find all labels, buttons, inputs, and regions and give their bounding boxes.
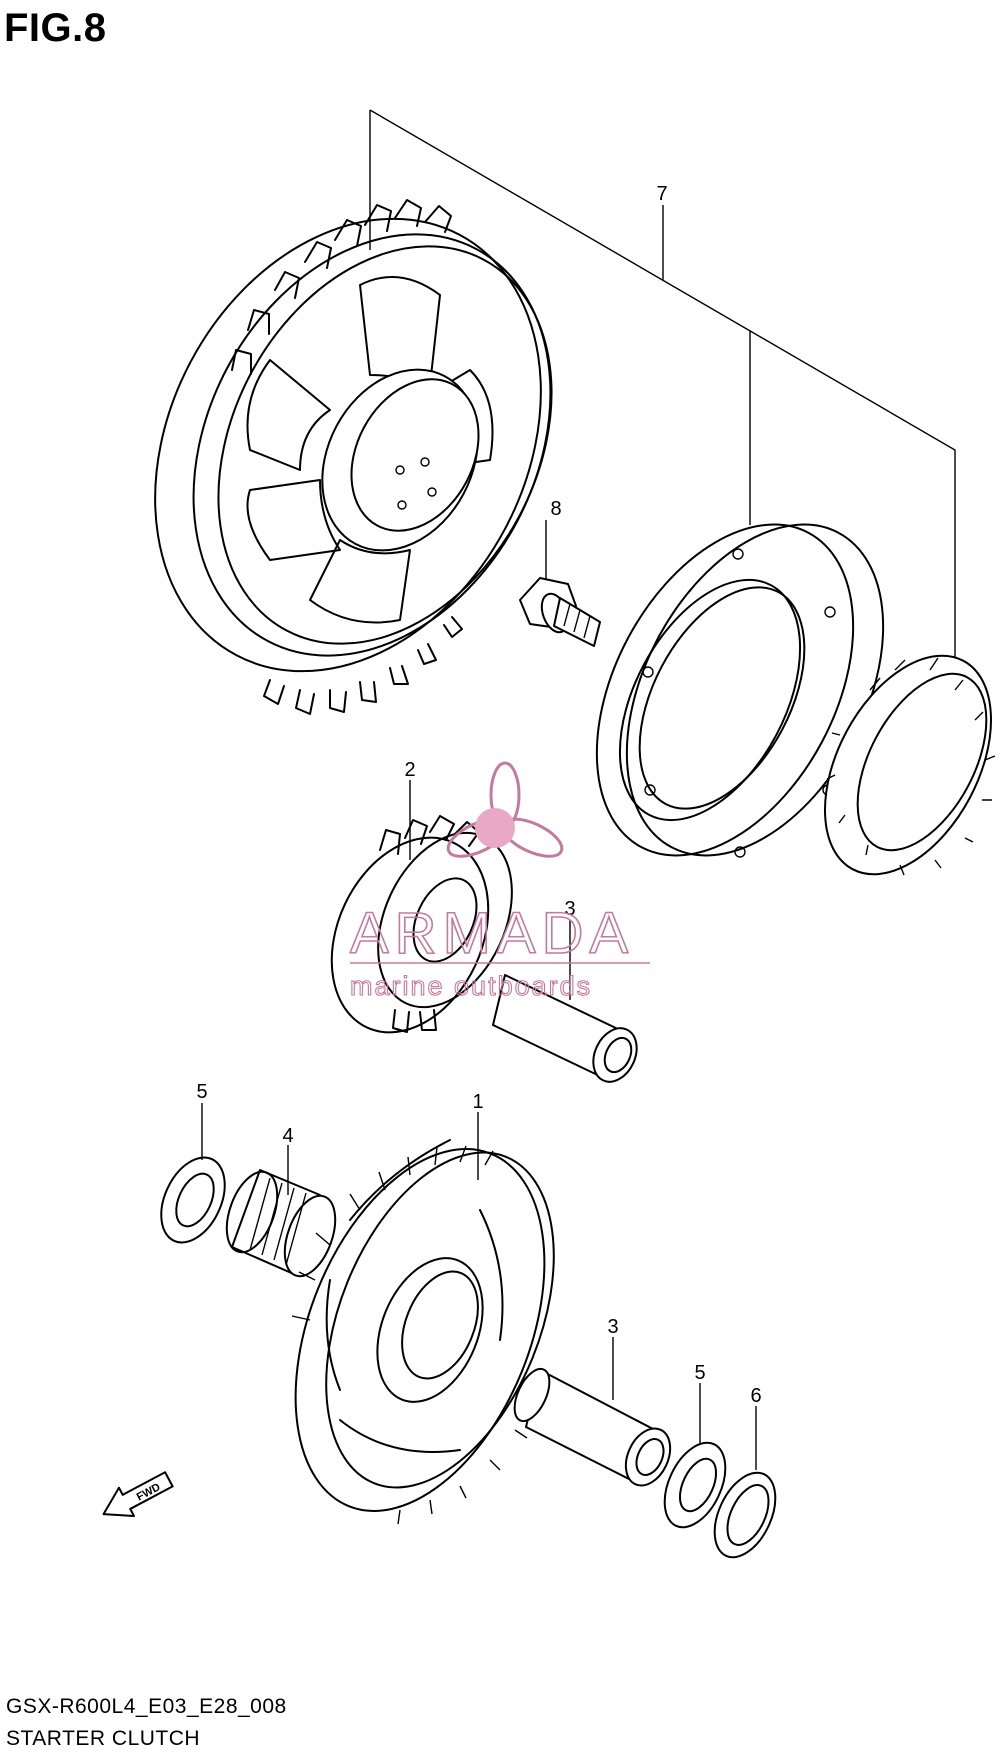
callout-4: 4	[282, 1125, 293, 1147]
watermark-brand: ARMADA	[350, 901, 634, 966]
callout-5-upper: 5	[196, 1081, 207, 1103]
callout-5-lower: 5	[694, 1362, 705, 1384]
starter-idle-gear-2	[330, 815, 513, 1034]
callout-numbers: 7 8 2 3 5 4 1 3 5 6	[196, 183, 761, 1407]
watermark-tagline: marine outboards	[350, 971, 592, 1001]
starter-clutch-gear	[154, 199, 553, 715]
figure-title: FIG.8	[4, 6, 107, 50]
starter-idle-gear-1	[291, 1139, 555, 1525]
diagram-code: GSX-R600L4_E03_E28_008	[6, 1695, 287, 1718]
watermark: ARMADA marine outboards	[349, 761, 650, 1002]
washer-lower	[663, 1441, 727, 1529]
propeller-icon	[446, 761, 564, 858]
fwd-arrow: FWD	[102, 1471, 174, 1518]
idle-gear-shaft-lower	[513, 1367, 672, 1487]
callout-2: 2	[404, 759, 415, 781]
diagram-subtitle: STARTER CLUTCH	[6, 1727, 201, 1750]
needle-bearing	[225, 1169, 337, 1278]
bolt	[519, 577, 601, 647]
callout-3-upper: 3	[564, 898, 575, 920]
washer-upper	[160, 1156, 226, 1244]
callout-6: 6	[750, 1385, 761, 1407]
thrust-washer	[713, 1471, 777, 1559]
callout-leaders	[201, 520, 757, 1470]
callout-1: 1	[472, 1091, 483, 1113]
callout-3-lower: 3	[607, 1316, 618, 1338]
callout-8: 8	[550, 498, 561, 520]
one-way-clutch	[824, 654, 996, 876]
idle-gear-shaft-upper	[492, 974, 638, 1083]
callout-7: 7	[656, 183, 667, 205]
part-7-leader	[369, 109, 956, 660]
